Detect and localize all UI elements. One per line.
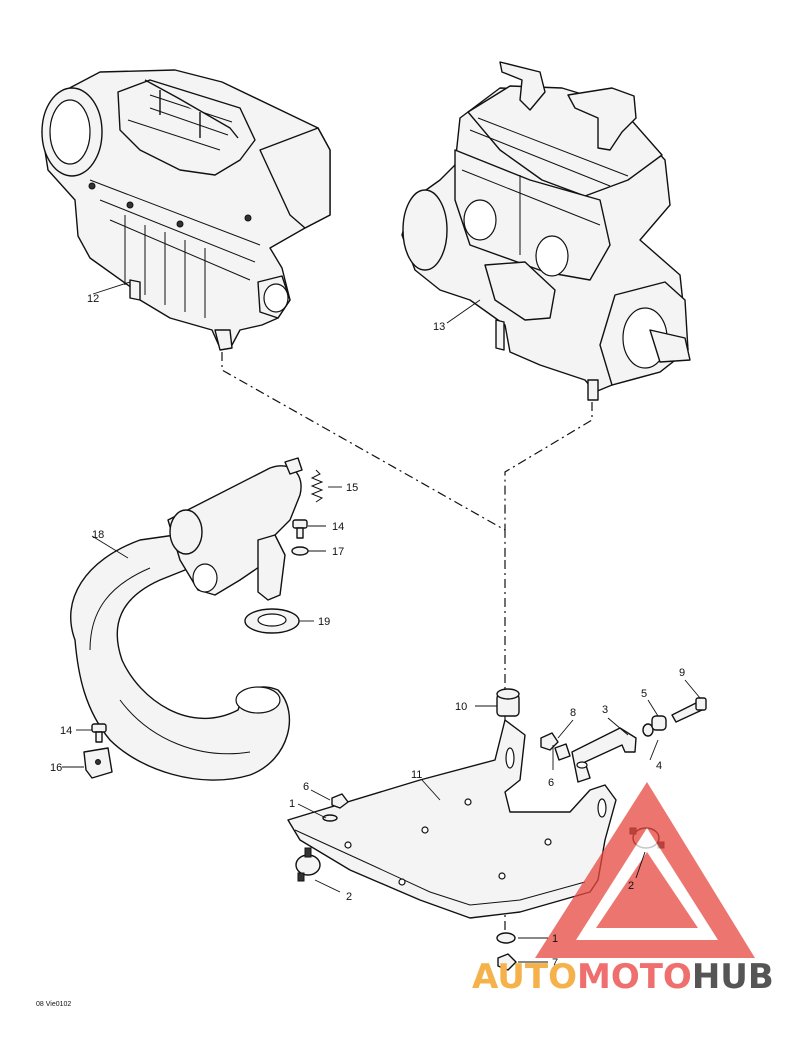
spring-15 — [310, 469, 324, 503]
bolt-9 — [671, 697, 707, 723]
guide-line-engine-13 — [504, 402, 593, 530]
washer-17 — [291, 546, 309, 556]
callout-9: 9 — [679, 667, 685, 679]
nut-7 — [497, 953, 517, 971]
callout-17: 17 — [332, 546, 344, 558]
leader-lines — [62, 281, 701, 963]
watermark-text: AUTOMOTOHUB — [472, 957, 774, 997]
engine-plate-11 — [287, 719, 617, 919]
bracket-3 — [571, 727, 637, 783]
rubber-mount-2-left — [295, 847, 321, 882]
engine-12 — [41, 69, 331, 351]
callout-5: 5 — [641, 688, 647, 700]
callout-18: 18 — [92, 529, 104, 541]
watermark-moto: MOTO — [577, 957, 692, 997]
callout-1-left: 1 — [289, 798, 295, 810]
callout-2-right: 2 — [628, 880, 634, 892]
watermark-logo — [535, 782, 755, 958]
washer-6-right — [554, 743, 571, 761]
callout-10: 10 — [455, 701, 467, 713]
watermark-hub: HUB — [692, 957, 774, 997]
callout-6-left: 6 — [303, 781, 309, 793]
spacer-5 — [651, 715, 667, 731]
nut-8 — [540, 732, 559, 751]
guide-line-engine-12 — [221, 352, 506, 560]
callout-1-bottom: 1 — [552, 933, 558, 945]
engine-13 — [401, 61, 691, 401]
callout-6-right: 6 — [548, 777, 554, 789]
callout-16: 16 — [50, 762, 62, 774]
callout-8: 8 — [570, 707, 576, 719]
callout-7: 7 — [552, 957, 558, 969]
bolt-14-bottom — [91, 723, 107, 743]
callout-2-left: 2 — [346, 891, 352, 903]
spacer-10 — [496, 688, 520, 717]
washer-1-bottom — [496, 932, 516, 944]
bracket-16 — [83, 747, 113, 779]
diagram-code: 08 Vie0102 — [36, 1001, 71, 1008]
exhaust-pipe-18 — [70, 534, 291, 781]
callout-12: 12 — [87, 293, 99, 305]
watermark-auto: AUTO — [472, 957, 577, 997]
grommet-19 — [244, 608, 300, 634]
callout-15: 15 — [346, 482, 358, 494]
bolt-14-top — [292, 519, 308, 539]
callout-14-top: 14 — [332, 521, 344, 533]
callout-14-bottom: 14 — [60, 725, 72, 737]
callout-19: 19 — [318, 616, 330, 628]
callout-4: 4 — [656, 760, 662, 772]
nut-6-left — [331, 793, 349, 809]
muffler — [167, 457, 303, 601]
washer-1-left — [322, 814, 338, 822]
callout-13: 13 — [433, 321, 445, 333]
callout-11: 11 — [411, 769, 422, 781]
washer-4 — [642, 723, 654, 737]
callout-3: 3 — [602, 704, 608, 716]
